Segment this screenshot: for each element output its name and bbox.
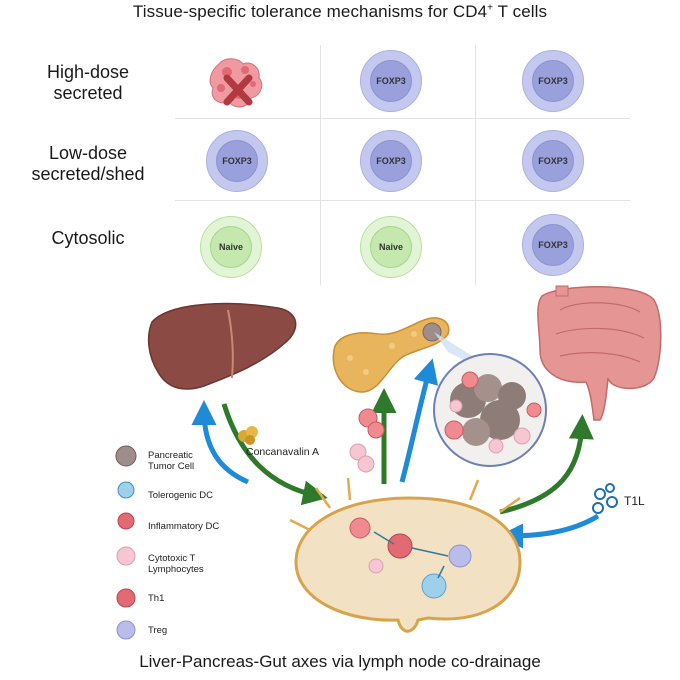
bottom-title: Liver-Pancreas-Gut axes via lymph node c…: [139, 652, 541, 671]
treg-cell-r3c3: FOXP3: [522, 214, 584, 276]
lymph-node: [289, 477, 522, 633]
tumor-cells-cluster: [444, 371, 542, 454]
grid-divider: [475, 45, 476, 285]
pancreas-organ: [332, 317, 450, 393]
legend-item-treg: Treg: [148, 625, 168, 636]
dead-cell-icon: [205, 52, 267, 112]
cell-cluster-pancreas-route: [349, 408, 385, 473]
arrow-node-to-liver: [191, 400, 250, 485]
liver-organ: [147, 302, 297, 390]
naive-cell-r3c2: Naive: [360, 216, 422, 278]
grid-divider: [175, 118, 630, 119]
treg-cell-r2c2: FOXP3: [360, 130, 422, 192]
grid-divider: [320, 45, 321, 285]
pancreatic-tumor-cell-icon: [115, 445, 137, 467]
concanavalin-a-icon: [238, 426, 258, 445]
concanavalin-a-label: Concanavalin A: [246, 446, 319, 458]
legend-item-th1: Th1: [148, 593, 165, 604]
row-label-cytosolic: Cytosolic: [51, 228, 125, 248]
t1l-label: T1L: [624, 494, 645, 508]
figure-title: Tissue-specific tolerance mechanisms for…: [132, 2, 548, 21]
arrow-gut-to-node: [499, 414, 594, 515]
inflammatory-dc-icon: [117, 512, 135, 530]
legend-item-inflammatory-dc: Inflammatory DC: [148, 521, 220, 532]
tolerogenic-dc-icon: [117, 481, 135, 499]
treg-cell-r1c3: FOXP3: [522, 50, 584, 112]
legend-item-tolerogenic-dc: Tolerogenic DC: [148, 490, 213, 501]
gut-organ: [537, 285, 662, 421]
arrow-liver-to-node: [221, 403, 328, 506]
t1l-virus-icon: [592, 483, 618, 514]
treg-cell-r2c3: FOXP3: [522, 130, 584, 192]
treg-cell-icon: [116, 620, 136, 640]
arrow-node-from-gut: [498, 513, 600, 549]
naive-cell-r3c1: Naive: [200, 216, 262, 278]
treg-cell-r1c2: FOXP3: [360, 50, 422, 112]
grid-divider: [175, 200, 630, 201]
arrow-node-to-pancreas-blue: [399, 358, 439, 483]
treg-cell-r2c1: FOXP3: [206, 130, 268, 192]
th1-cell-icon: [116, 588, 136, 608]
cytotoxic-t-lymphocyte-icon: [116, 546, 136, 566]
